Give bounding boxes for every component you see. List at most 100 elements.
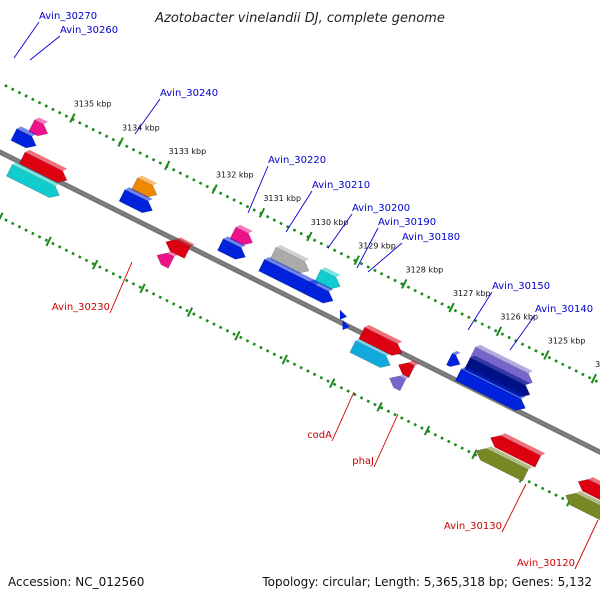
major-tick xyxy=(543,350,550,360)
gene-feature-shade xyxy=(166,250,179,257)
gene-feature xyxy=(358,326,403,356)
gene-label-reverse: phaJ xyxy=(352,456,374,467)
gene-feature-shade xyxy=(320,267,341,278)
gene-feature xyxy=(349,340,391,368)
gene-feature-shade xyxy=(264,257,320,285)
upper-track-dot xyxy=(547,355,552,360)
lower-track-dot xyxy=(239,335,243,340)
gene-feature-shade xyxy=(461,366,526,399)
upper-track-dot xyxy=(554,359,558,363)
gene-feature-shade xyxy=(486,446,533,470)
kbp-label: 3128 kbp xyxy=(406,265,444,274)
upper-track-dot xyxy=(232,198,236,202)
gene-label-forward: Avin_30270 xyxy=(39,11,97,22)
lower-track-dot xyxy=(165,298,169,303)
lower-track-dot xyxy=(145,288,149,293)
lower-track-dot xyxy=(98,265,102,269)
major-tick xyxy=(69,113,76,123)
gene-feature-shade xyxy=(137,175,158,186)
major-tick xyxy=(234,330,241,341)
lower-track-dot xyxy=(17,225,22,229)
upper-track-dot xyxy=(467,315,471,320)
major-tick xyxy=(353,255,360,266)
lower-track-dot xyxy=(373,402,377,407)
lower-track-dot xyxy=(158,295,163,299)
major-tick xyxy=(281,354,288,365)
upper-track-dot xyxy=(10,87,15,92)
upper-track-dot xyxy=(561,362,565,367)
lower-track-dot xyxy=(446,439,451,444)
gene-feature-shade xyxy=(408,360,420,366)
upper-track-dot xyxy=(111,137,116,142)
upper-track-dot xyxy=(493,329,498,333)
upper-track-dot xyxy=(145,154,149,159)
major-tick xyxy=(0,212,4,221)
lower-track-dot xyxy=(212,322,216,326)
lower-track-dot xyxy=(366,399,370,403)
lower-track-dot xyxy=(10,221,15,226)
lower-track-dot xyxy=(379,406,384,410)
lower-track-dot xyxy=(138,285,142,289)
upper-track-dot xyxy=(225,194,230,199)
upper-track-dot xyxy=(406,285,411,289)
upper-track-dot xyxy=(31,97,35,102)
gene-feature-shade xyxy=(500,433,546,456)
lower-track-dot xyxy=(205,318,209,323)
lower-track-dot xyxy=(326,379,330,383)
leader-line xyxy=(134,98,161,135)
lower-track-dot xyxy=(554,493,558,497)
upper-track-dot xyxy=(64,114,69,118)
lower-track-dot xyxy=(561,496,565,501)
major-tick xyxy=(471,449,478,460)
upper-track-dot xyxy=(574,369,578,373)
upper-track-dot xyxy=(400,282,404,286)
lower-track-dot xyxy=(31,231,35,236)
upper-track-dot xyxy=(312,238,317,242)
upper-track-dot xyxy=(440,302,444,306)
gene-label-forward: Avin_30210 xyxy=(312,180,370,191)
lower-track-dot xyxy=(527,479,531,484)
upper-track-dot xyxy=(131,147,136,152)
gene-feature xyxy=(217,238,246,260)
lower-track-dot xyxy=(245,339,250,343)
lower-track-dot xyxy=(467,449,471,454)
gene-feature xyxy=(389,375,407,392)
gene-feature xyxy=(577,479,600,501)
lower-track-dot xyxy=(306,369,310,373)
major-tick xyxy=(401,278,408,289)
lower-track-dot xyxy=(265,349,270,353)
upper-track-dot xyxy=(98,131,102,135)
gene-label-forward: Avin_30140 xyxy=(535,304,593,315)
leader-line xyxy=(373,413,399,468)
gene-feature xyxy=(156,252,175,269)
lower-track-dot xyxy=(433,432,438,437)
lower-track-dot xyxy=(225,329,230,333)
gene-feature xyxy=(118,189,153,214)
gene-label-forward: Avin_30190 xyxy=(378,217,436,228)
lower-track-dot xyxy=(312,372,317,377)
gene-feature xyxy=(165,239,191,259)
backbone-line xyxy=(0,149,600,453)
gene-feature-shade xyxy=(355,338,391,356)
major-tick xyxy=(164,160,171,171)
upper-track-dot xyxy=(138,151,142,155)
gene-feature-shade xyxy=(276,244,310,262)
lower-track-dot xyxy=(460,446,464,450)
upper-track-dot xyxy=(446,305,451,310)
lower-track-dot xyxy=(393,412,397,417)
upper-track-dot xyxy=(171,168,176,172)
gene-feature-shade xyxy=(475,344,533,374)
upper-track-dot xyxy=(272,218,277,222)
small-feature-marker xyxy=(342,320,350,331)
upper-track-dot xyxy=(44,104,49,108)
kbp-label: 3129 kbp xyxy=(358,242,396,251)
gene-feature-shade xyxy=(452,350,461,356)
major-tick xyxy=(92,259,99,270)
upper-track-dot xyxy=(299,231,303,236)
lower-track-dot xyxy=(198,315,203,320)
lower-track-dot xyxy=(185,308,189,313)
kbp-label: 3133 kbp xyxy=(169,147,207,156)
major-tick xyxy=(448,302,455,313)
